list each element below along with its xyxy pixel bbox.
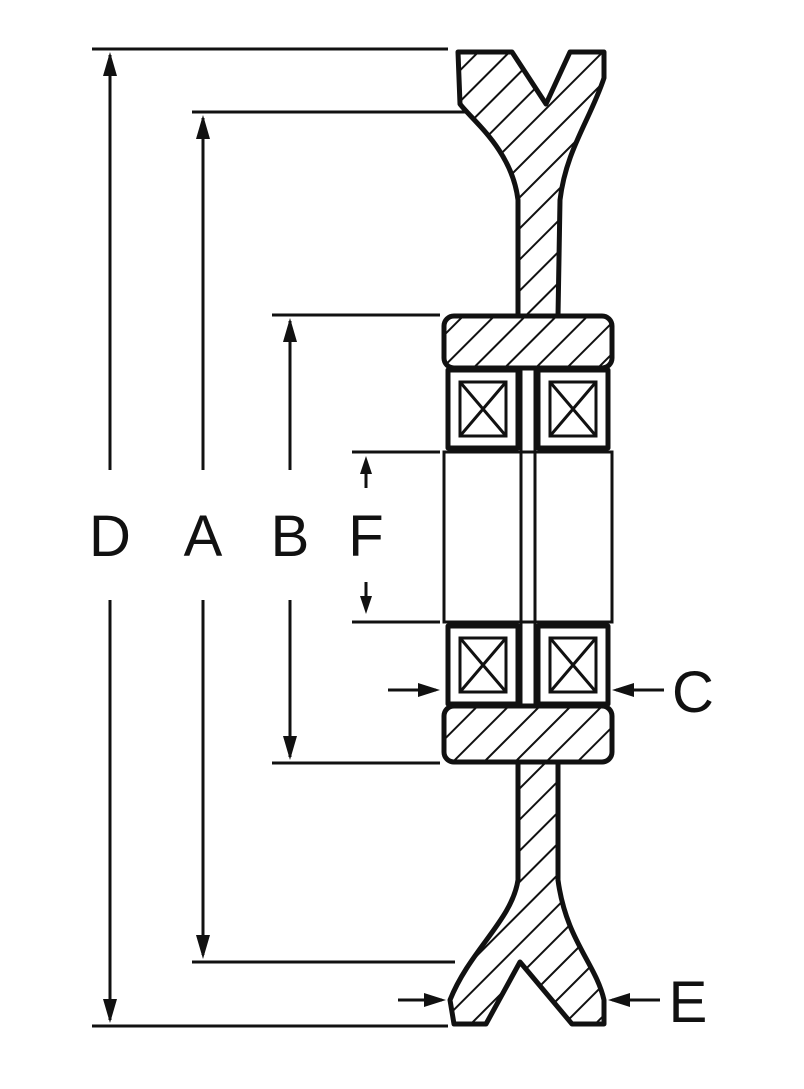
pulley-upper-hub xyxy=(441,313,615,371)
pulley-lower-rim xyxy=(447,759,607,1027)
dimension-d xyxy=(103,52,117,1023)
bearing-upper-right xyxy=(535,367,611,451)
dimension-c xyxy=(388,683,664,697)
label-d: D xyxy=(89,504,131,569)
label-b: B xyxy=(271,504,310,569)
label-e: E xyxy=(669,970,708,1035)
pulley-lower-hub xyxy=(441,703,615,765)
dimension-e xyxy=(398,993,660,1007)
bearing-spacer xyxy=(519,366,537,708)
dimension-f xyxy=(360,456,372,614)
extension-lines xyxy=(92,47,470,1028)
label-a: A xyxy=(184,504,223,569)
bearing-lower-left xyxy=(445,623,521,707)
bearing-lower-right xyxy=(535,623,611,707)
label-c: C xyxy=(672,660,714,725)
pulley-upper-rim xyxy=(455,49,607,319)
bearing-upper-left xyxy=(445,367,521,451)
label-f: F xyxy=(348,504,383,569)
pulley-bore xyxy=(442,450,614,624)
dimension-b xyxy=(283,318,297,760)
dimension-a xyxy=(196,115,210,959)
